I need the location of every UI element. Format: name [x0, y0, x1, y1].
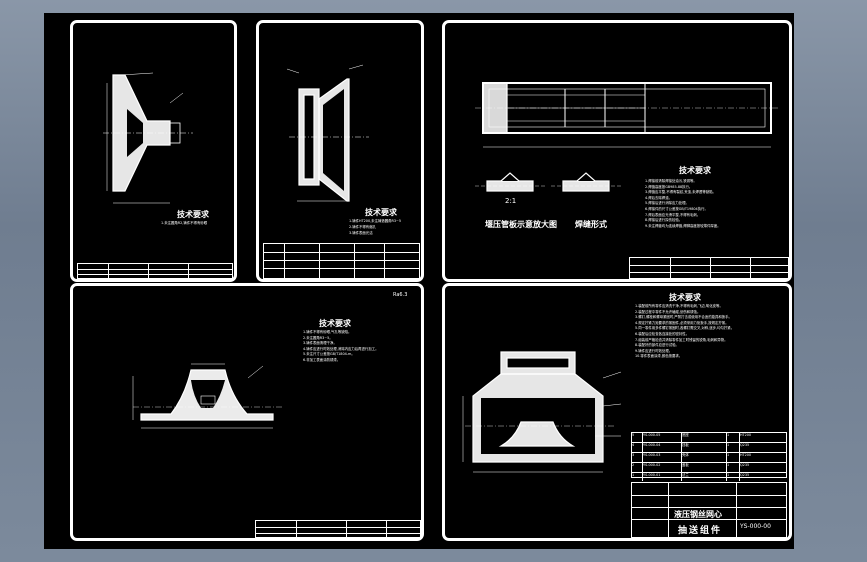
- notes-line-1: 1.铸件HT200,未注铸造圆角R3~5: [349, 219, 402, 223]
- part-no: 3: [632, 453, 643, 462]
- notes-title: 技术要求: [679, 166, 711, 175]
- part-code: YS-000-05: [643, 433, 682, 442]
- housing-section-drawing: [286, 64, 369, 202]
- drawing-number: YS-000-00: [740, 523, 771, 530]
- part-material: Q235: [740, 463, 750, 467]
- part-name: 盖板: [682, 463, 727, 472]
- notes-list: 1.焊接前清除焊接处油污,铁锈等。 2.焊缝高度按GB985-88执行。 3.焊…: [645, 179, 721, 229]
- note-9: 9.铸件应进行时效处理。: [635, 348, 673, 353]
- part-no: 1: [632, 473, 643, 481]
- product-name: 液压钢丝网心: [674, 510, 722, 519]
- part-no: 4: [632, 443, 643, 452]
- note-3: 3.螺钉,螺栓和螺母紧固时,严禁打击或使用不合适的旋具和扳手。: [635, 315, 732, 320]
- note-3: 3.铸件表面清理干净。: [303, 341, 337, 346]
- notes-title: 技术要求: [365, 208, 397, 217]
- part-qty: 1: [727, 433, 740, 442]
- note-8: 8.焊接后进行探伤检验。: [645, 218, 683, 223]
- drawing-sheet-4: Ra6.3 技术要求 1.铸件不得有砂眼,气孔等缺陷。 2.未注圆角R3~5。 …: [70, 283, 424, 541]
- note-2: 2.装配过程中零件不允许磕碰,划伤和锈蚀。: [635, 309, 701, 314]
- note-6: 6.非加工表面涂防锈漆。: [303, 357, 341, 362]
- parts-row: 1 YS-000-01 法兰 1 Q235: [632, 473, 786, 481]
- part-no: 5: [632, 433, 643, 442]
- title-block: [255, 520, 421, 538]
- part-name: 壳体: [682, 453, 727, 462]
- parts-row: 2 YS-000-02 盖板 1 Q235: [632, 463, 786, 473]
- drawing-sheet-1: 技术要求 1.未注圆角R2,铸件不得有砂眼: [70, 20, 237, 282]
- note-5: 5.焊接后进行消除应力处理。: [645, 201, 689, 206]
- note-5: 5.同一零件用多件螺钉紧固时,各螺钉需交叉,对称,逐步,均匀拧紧。: [635, 326, 735, 331]
- notes-list: 1.装配前所有零件应清洗干净,不得有毛刺,飞边,氧化皮等。 2.装配过程中零件不…: [635, 304, 734, 360]
- note-8: 8.装配好的部件应进行试验。: [635, 343, 679, 348]
- drawing-viewport[interactable]: 技术要求 1.未注圆角R2,铸件不得有砂眼 技术要求 1.铸件HT200,: [44, 13, 794, 549]
- part-material: Q235: [740, 443, 750, 447]
- part-code: YS-000-03: [643, 453, 682, 462]
- note-4: 4.焊后去除焊渣。: [645, 195, 672, 200]
- drawing-sheet-5: 技术要求 1.装配前所有零件应清洗干净,不得有毛刺,飞边,氧化皮等。 2.装配过…: [442, 283, 792, 541]
- parts-table: 5 YS-000-05 底座 1 HT200 4 YS-000-04 挡板 1 …: [631, 432, 787, 481]
- note-1: 1.铸件不得有砂眼,气孔等缺陷。: [303, 330, 352, 334]
- note-4: 4.规定拧紧力矩要求的紧固件,必须采用力矩扳手,按规定拧紧。: [635, 320, 729, 325]
- plate-assembly-drawing: [475, 82, 779, 192]
- notes-line: 1.未注圆角R2,铸件不得有砂眼: [161, 221, 208, 225]
- note-6: 6.装配后应检查各连接处的密封性。: [635, 331, 690, 336]
- part-qty: 1: [727, 473, 740, 481]
- part-qty: 1: [727, 443, 740, 452]
- notes-line-2: 2.铸件不得有缩孔: [349, 225, 376, 229]
- part-code: YS-000-04: [643, 443, 682, 452]
- notes-title: 技术要求: [177, 210, 209, 219]
- note-2: 2.未注圆角R3~5。: [303, 335, 333, 340]
- funnel-part-drawing: [103, 72, 193, 204]
- part-qty: 1: [727, 453, 740, 462]
- title-block: 液压钢丝网心 抽送组件 YS-000-00: [631, 482, 787, 538]
- part-material: Q235: [740, 473, 750, 477]
- parts-row: 5 YS-000-05 底座 1 HT200: [632, 433, 786, 443]
- parts-row: 3 YS-000-03 壳体 1 HT200: [632, 453, 786, 463]
- part-code: YS-000-02: [643, 463, 682, 472]
- parts-row: 4 YS-000-04 挡板 1 Q235: [632, 443, 786, 453]
- title-block: [629, 257, 789, 279]
- note-2: 2.焊缝高度按GB985-88执行。: [645, 184, 693, 189]
- note-4: 4.铸件应进行时效处理,消除内应力后再进行加工。: [303, 346, 379, 351]
- part-code: YS-000-01: [643, 473, 682, 481]
- note-6: 6.焊接件的尺寸公差按GB/T19804执行。: [645, 206, 708, 211]
- note-7: 7.组装前严格检查并清除零件加工时残留的锐角,毛刺和异物。: [635, 337, 728, 342]
- part-no: 2: [632, 463, 643, 472]
- note-3: 3.焊缝应平整,不得有裂纹,夹渣,未焊透等缺陷。: [645, 190, 716, 195]
- notes-title: 技术要求: [669, 293, 701, 302]
- weld-form-caption: 焊缝形式: [575, 220, 607, 229]
- note-9: 9.未注焊缝均为连续焊缝,焊脚高度按较薄件厚度。: [645, 223, 721, 228]
- note-5: 5.未注尺寸公差按GB/T1804-m。: [303, 352, 355, 357]
- note-10: 10.零件表面涂漆,颜色按要求。: [635, 354, 683, 359]
- part-name: 挡板: [682, 443, 727, 452]
- drawing-sheet-3: 2:1 堰压管板示意放大图 焊缝形式 技术要求 1.焊接前清除焊接处油污,铁锈等…: [442, 20, 792, 282]
- notes-list: 1.铸件不得有砂眼,气孔等缺陷。 2.未注圆角R3~5。 3.铸件表面清理干净。…: [303, 330, 379, 364]
- notes-title: 技术要求: [319, 319, 351, 328]
- base-casting-drawing: [132, 363, 283, 429]
- title-block: [263, 243, 420, 279]
- title-block: [77, 263, 233, 279]
- notes-line-3: 3.铸件表面光洁: [349, 231, 373, 235]
- note-1: 1.装配前所有零件应清洗干净,不得有毛刺,飞边,氧化皮等。: [635, 304, 723, 308]
- part-qty: 1: [727, 463, 740, 472]
- part-material: HT200: [740, 433, 752, 437]
- part-name: 法兰: [682, 473, 727, 481]
- drawing-sheet-2: 技术要求 1.铸件HT200,未注铸造圆角R3~5 2.铸件不得有缩孔 3.铸件…: [256, 20, 424, 282]
- part-material: HT200: [740, 453, 752, 457]
- part-name: 底座: [682, 433, 727, 442]
- note-7: 7.焊后表面应光滑平整,不得有毛刺。: [645, 212, 701, 217]
- assembly-section-drawing: [462, 351, 622, 473]
- note-1: 1.焊接前清除焊接处油污,铁锈等。: [645, 179, 697, 183]
- surface-finish-mark: Ra6.3: [393, 292, 408, 298]
- drawing-name: 抽送组件: [678, 526, 723, 536]
- detail-caption: 堰压管板示意放大图: [485, 220, 557, 229]
- detail-scale: 2:1: [505, 197, 517, 205]
